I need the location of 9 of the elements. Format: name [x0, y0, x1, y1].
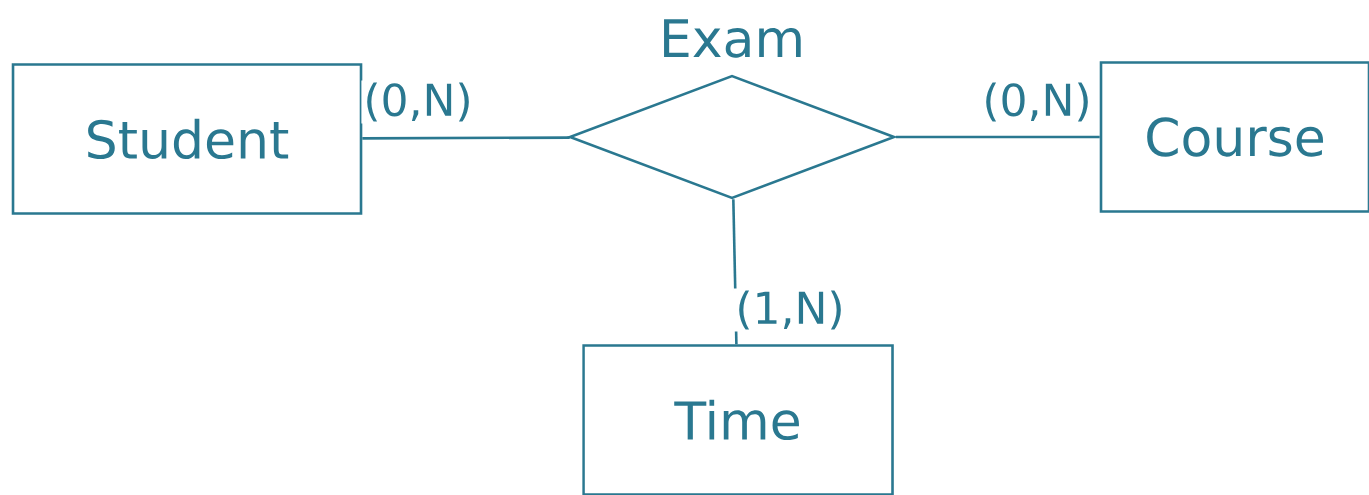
cardinality-label: (0,N) [361, 80, 475, 124]
entity-box: Student [11, 63, 363, 215]
connector-line [362, 136, 570, 140]
cardinality-label: (1,N) [733, 288, 847, 332]
cardinality-label: (0,N) [980, 80, 1094, 124]
relationship-name: Exam [664, 19, 801, 58]
entity-box: Time [582, 344, 894, 495]
connector-line [895, 135, 1100, 139]
entity-box: Course [1099, 61, 1369, 213]
